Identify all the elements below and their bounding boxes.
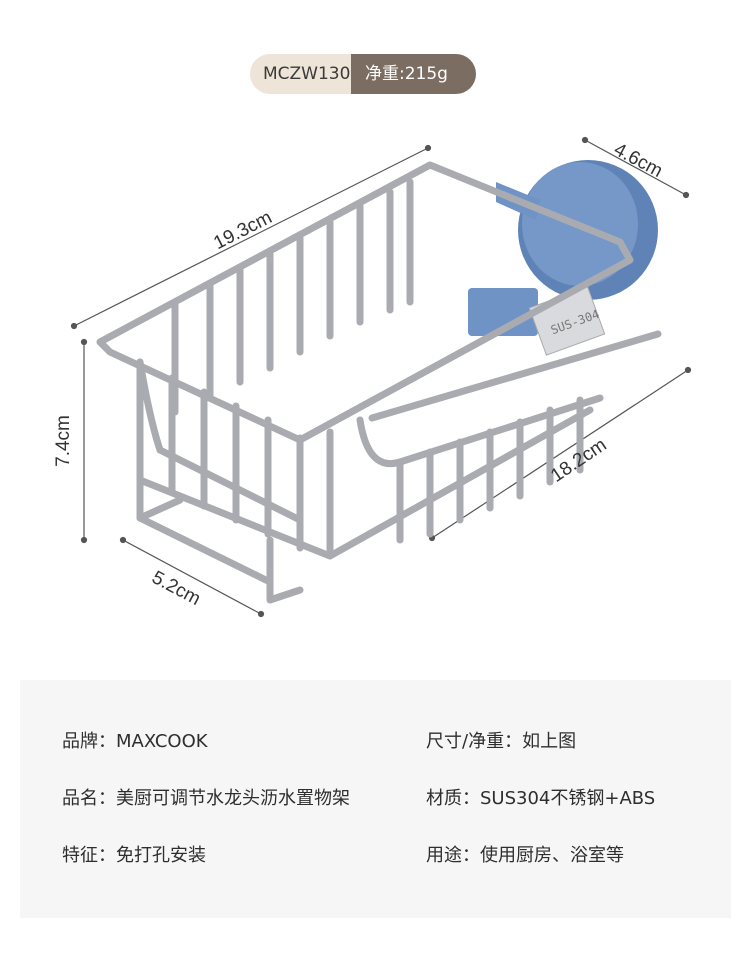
spec-usage: 用途：使用厨房、浴室等 xyxy=(426,845,624,866)
spec-feature: 特征：免打孔安装 xyxy=(62,845,206,866)
model-number: MCZW1307 xyxy=(250,54,361,94)
spec-brand: 品牌：MAXCOOK xyxy=(62,731,208,752)
product-illustration: SUS-304 19.3cm 4.6cm 7.4cm 5.2cm 18.2cm xyxy=(0,120,750,640)
dim-height: 7.4cm xyxy=(52,415,74,467)
dimension-lines xyxy=(70,136,692,618)
spec-size: 尺寸/净重：如上图 xyxy=(426,731,577,752)
spec-material: 材质：SUS304不锈钢+ABS xyxy=(426,788,656,809)
sink-rack-drawing: SUS-304 xyxy=(70,136,692,618)
wire-basket xyxy=(96,161,662,604)
product-badge: MCZW1307 净重:215g xyxy=(250,54,476,94)
spec-name: 品名：美厨可调节水龙头沥水置物架 xyxy=(62,788,350,809)
spec-panel: 品牌：MAXCOOK 尺寸/净重：如上图 品名：美厨可调节水龙头沥水置物架 材质… xyxy=(20,680,731,918)
net-weight: 净重:215g xyxy=(351,54,476,94)
